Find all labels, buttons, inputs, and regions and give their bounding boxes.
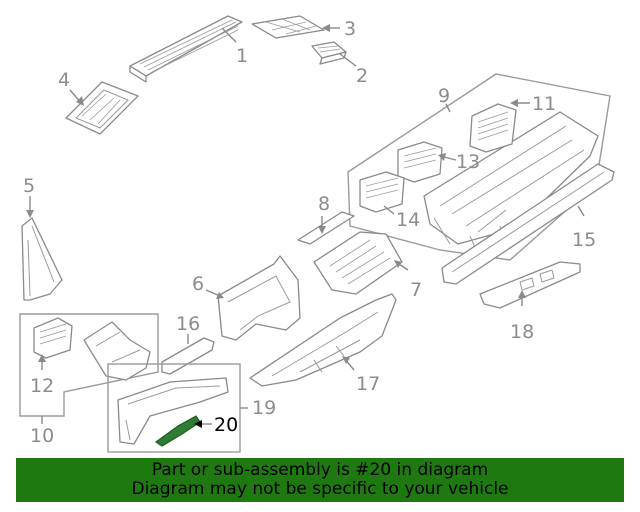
group-box-10 — [19, 313, 159, 417]
arrow-4 — [76, 96, 84, 106]
callout-13: 13 — [456, 151, 480, 173]
parts-diagram: 1 3 2 4 5 9 11 — [19, 15, 615, 453]
part-16-trim-piece — [161, 337, 215, 375]
arrow-13 — [438, 153, 446, 161]
part-5-end-cap — [21, 217, 63, 301]
callout-17: 17 — [356, 373, 380, 395]
arrow-20 — [194, 420, 202, 428]
arrow-11 — [510, 99, 518, 107]
arrow-5 — [26, 210, 34, 218]
arrow-8 — [318, 226, 326, 234]
arrow-6 — [216, 292, 224, 299]
callout-3: 3 — [344, 18, 356, 40]
part-15-long-trim — [441, 163, 615, 285]
part-19-knee-panel — [117, 377, 229, 445]
callout-8: 8 — [318, 193, 330, 215]
part-20-highlighted — [154, 415, 201, 447]
callout-14: 14 — [396, 209, 420, 231]
part-12-vent — [33, 317, 73, 359]
part-17-lower-brace — [249, 293, 397, 387]
leader-1 — [221, 27, 237, 43]
callout-20: 20 — [214, 414, 238, 436]
part-14-vent — [359, 171, 405, 213]
leader-9 — [445, 103, 451, 113]
part-1-defroster-grille — [129, 15, 243, 83]
callout-2: 2 — [356, 65, 368, 87]
callout-5: 5 — [23, 175, 35, 197]
callout-11: 11 — [532, 93, 556, 115]
arrow-17 — [342, 356, 350, 364]
arrow-3 — [322, 24, 330, 32]
part-18-switch-panel — [479, 261, 581, 309]
callout-12: 12 — [30, 375, 54, 397]
group-box-9 — [347, 73, 611, 261]
part-2-small-vent — [311, 41, 347, 65]
part-8-trim-strip — [297, 211, 355, 245]
leader-15 — [577, 205, 585, 217]
leader-14 — [383, 205, 395, 215]
info-banner: Part or sub-assembly is #20 in diagram D… — [16, 458, 624, 502]
part-3-grille — [251, 15, 325, 39]
banner-line-2: Diagram may not be specific to your vehi… — [131, 479, 509, 499]
arrow-12 — [38, 354, 46, 362]
banner-line-1: Part or sub-assembly is #20 in diagram — [151, 460, 489, 480]
callout-6: 6 — [192, 273, 204, 295]
callout-19: 19 — [252, 397, 276, 419]
arrow-7 — [394, 260, 402, 268]
callout-4: 4 — [58, 69, 70, 91]
leader-6 — [205, 289, 221, 297]
leader-2 — [339, 53, 357, 67]
part-6-cluster-hood — [217, 255, 301, 341]
callout-1: 1 — [236, 45, 248, 67]
arrow-18 — [518, 290, 526, 298]
callout-10: 10 — [30, 425, 54, 447]
callout-18: 18 — [510, 321, 534, 343]
part-10-duct — [83, 321, 151, 381]
part-7-cluster-trim — [313, 231, 403, 295]
callout-16: 16 — [176, 313, 200, 335]
part-11-vent — [469, 103, 517, 153]
callout-9: 9 — [438, 85, 450, 107]
part-4-speaker-cover — [65, 81, 139, 135]
part-13-vent — [397, 141, 443, 183]
callout-7: 7 — [410, 279, 422, 301]
callout-15: 15 — [572, 229, 596, 251]
